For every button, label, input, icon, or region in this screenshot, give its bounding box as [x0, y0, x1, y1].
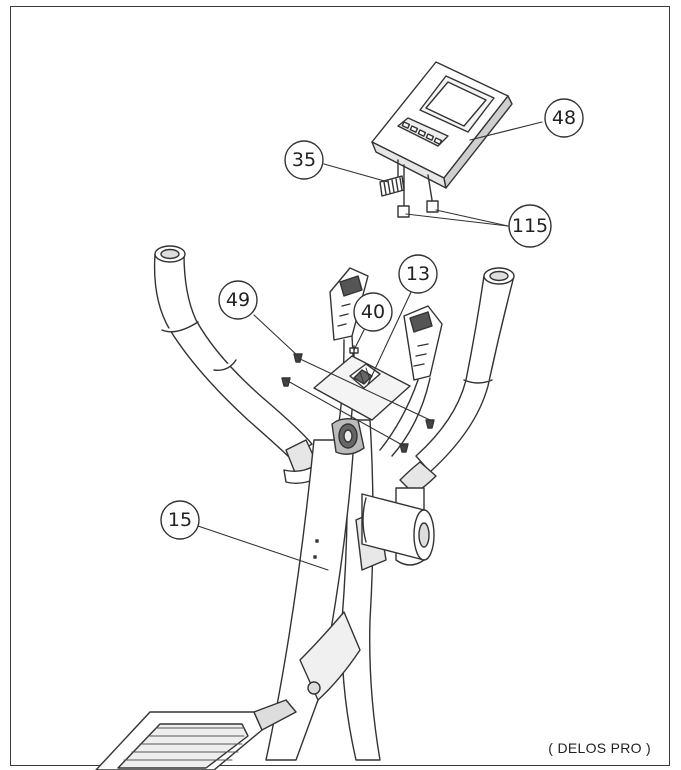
svg-text:13: 13: [406, 263, 430, 285]
connector-plugs: [397, 200, 439, 218]
wire-harness: [379, 175, 405, 197]
callout-48: 48: [544, 98, 584, 138]
callout-13: 13: [398, 254, 438, 294]
svg-text:15: 15: [168, 509, 192, 531]
svg-text:115: 115: [512, 215, 548, 237]
console-buttons: [401, 121, 443, 145]
hand-grip-right: [403, 305, 443, 381]
callout-40: 40: [353, 292, 393, 332]
model-label: ( DELOS PRO ): [548, 740, 651, 756]
callout-15: 15: [160, 500, 200, 540]
handlebar-pivot-tube: [361, 493, 435, 561]
pivot-clamp: [331, 417, 365, 455]
callout-115: 115: [508, 204, 552, 248]
front-upright-post: [265, 439, 361, 761]
small-washer: [349, 345, 359, 357]
hand-grip-left: [329, 267, 369, 341]
svg-text:40: 40: [361, 301, 385, 323]
svg-text:35: 35: [292, 149, 316, 171]
callout-49: 49: [218, 280, 258, 320]
console-unit: [371, 61, 513, 206]
foot-pedal: [95, 699, 297, 770]
svg-text:48: 48: [552, 107, 576, 129]
svg-text:49: 49: [226, 289, 250, 311]
leader-lines: [197, 121, 543, 571]
callout-35: 35: [284, 140, 324, 180]
